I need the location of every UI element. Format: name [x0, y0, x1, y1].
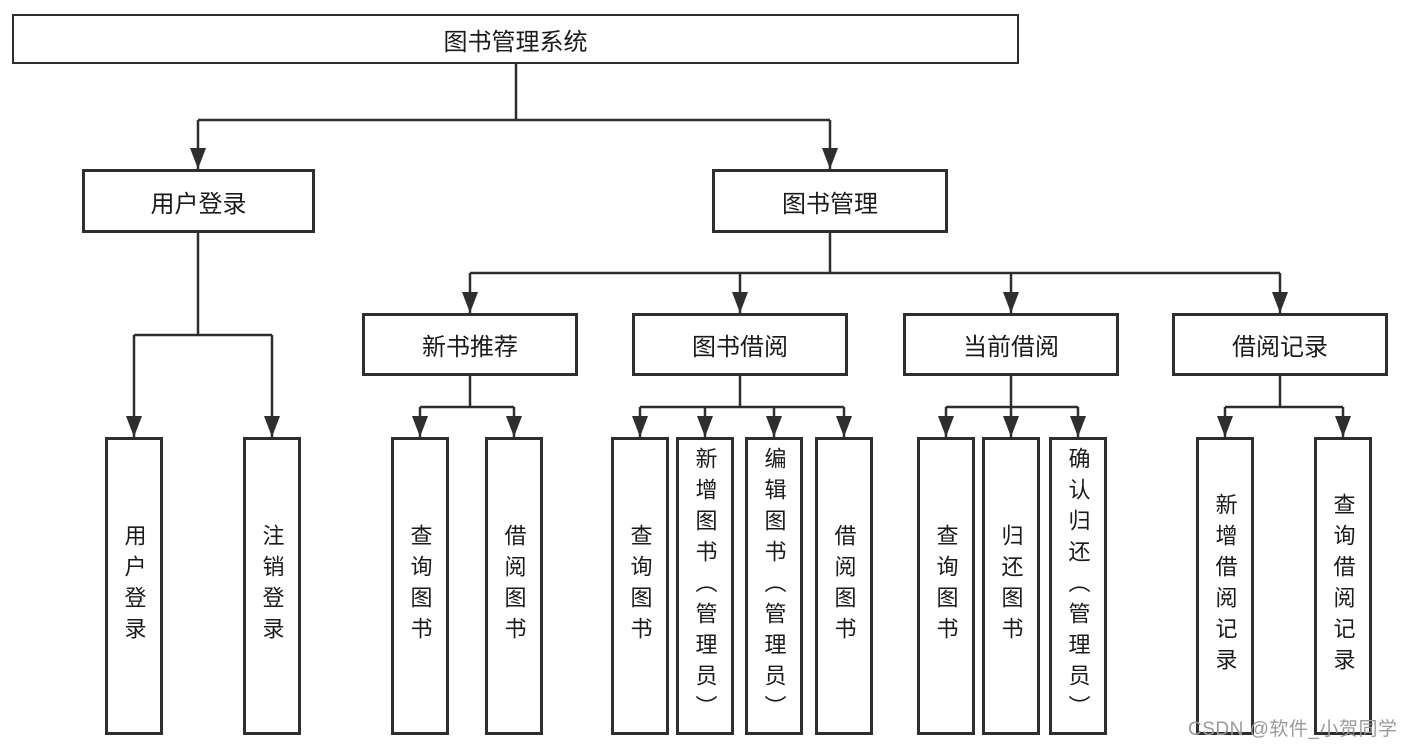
- connector-elbows: [134, 64, 1343, 409]
- leaf-records-query-record-label: 查询借阅记录: [1330, 493, 1356, 679]
- leaf-logout-label: 注销登录: [259, 524, 285, 648]
- leaf-current-return-books: 归还图书: [982, 437, 1040, 735]
- node-book-management: 图书管理: [712, 169, 948, 233]
- leaf-logout: 注销登录: [243, 437, 301, 735]
- node-book-borrowing-label: 图书借阅: [692, 334, 788, 361]
- node-borrowing-records: 借阅记录: [1172, 313, 1388, 376]
- leaf-user-login-label: 用户登录: [121, 524, 147, 648]
- leaf-current-return-books-label: 归还图书: [998, 524, 1024, 648]
- leaf-borrow-borrow-books-label: 借阅图书: [831, 524, 857, 648]
- csdn-watermark: CSDN @软件_小贺同学: [1188, 719, 1398, 740]
- leaf-recommend-borrow-books: 借阅图书: [485, 437, 543, 735]
- leaf-current-confirm-return-label: 确认归还（管理员）: [1065, 446, 1091, 726]
- node-root-label: 图书管理系统: [443, 28, 588, 56]
- node-user-login-label: 用户登录: [150, 190, 247, 218]
- leaf-records-add-record: 新增借阅记录: [1196, 437, 1254, 735]
- leaf-user-login: 用户登录: [105, 437, 163, 735]
- leaf-records-add-record-label: 新增借阅记录: [1212, 493, 1238, 679]
- leaf-borrow-edit-books-label: 编辑图书（管理员）: [761, 446, 787, 726]
- leaf-borrow-query-books: 查询图书: [611, 437, 669, 735]
- leaf-borrow-borrow-books: 借阅图书: [815, 437, 873, 735]
- node-user-login: 用户登录: [82, 169, 315, 233]
- node-current-borrowing: 当前借阅: [903, 313, 1119, 376]
- node-book-management-label: 图书管理: [782, 190, 878, 218]
- leaf-borrow-add-books-label: 新增图书（管理员）: [692, 446, 718, 726]
- leaf-current-query-books-label: 查询图书: [933, 524, 959, 648]
- leaf-records-query-record: 查询借阅记录: [1314, 437, 1372, 735]
- node-root: 图书管理系统: [12, 14, 1019, 64]
- node-new-book-recommend: 新书推荐: [362, 313, 578, 376]
- leaf-borrow-edit-books: 编辑图书（管理员）: [745, 437, 803, 735]
- node-new-book-recommend-label: 新书推荐: [422, 334, 518, 361]
- node-borrowing-records-label: 借阅记录: [1232, 334, 1328, 361]
- node-book-borrowing: 图书借阅: [632, 313, 848, 376]
- leaf-recommend-borrow-books-label: 借阅图书: [501, 524, 527, 648]
- leaf-current-confirm-return: 确认归还（管理员）: [1049, 437, 1107, 735]
- leaf-borrow-query-books-label: 查询图书: [627, 524, 653, 648]
- leaf-borrow-add-books: 新增图书（管理员）: [676, 437, 734, 735]
- leaf-recommend-query-books: 查询图书: [391, 437, 449, 735]
- node-current-borrowing-label: 当前借阅: [963, 334, 1059, 361]
- leaf-current-query-books: 查询图书: [917, 437, 975, 735]
- leaf-recommend-query-books-label: 查询图书: [407, 524, 433, 648]
